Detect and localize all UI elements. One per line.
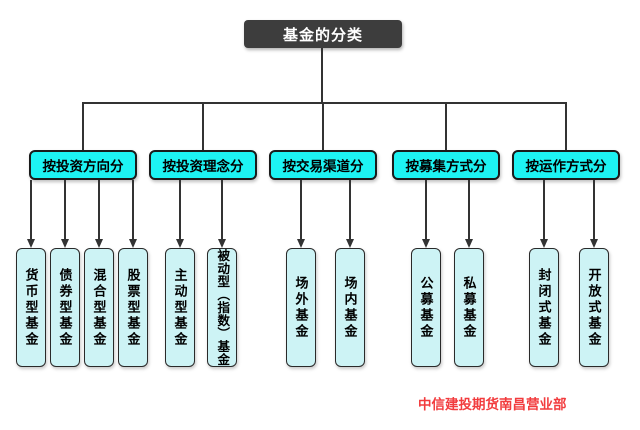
connector-arrow-line [30, 180, 32, 239]
leaf-node-label: 主动型基金 [172, 267, 188, 348]
leaf-node-4-1: 公募基金 [411, 248, 441, 367]
arrowhead-icon [60, 239, 69, 248]
connector-drop [82, 102, 84, 150]
connector-arrow-line [543, 180, 545, 239]
root-node-label: 基金的分类 [282, 26, 363, 44]
connector-arrow-line [132, 180, 134, 239]
connector-bus [82, 102, 567, 104]
category-node-label: 按募集方式分 [405, 159, 487, 174]
leaf-node-2-2: 被动型（指数）基金 [207, 248, 237, 367]
leaf-node-4-2: 私募基金 [454, 248, 484, 367]
arrowhead-icon [175, 239, 184, 248]
leaf-node-label: 混合型基金 [91, 267, 107, 348]
connector-drop [445, 102, 447, 150]
category-node-1: 按投资方向分 [29, 150, 137, 180]
leaf-node-1-1: 货币型基金 [16, 248, 46, 367]
category-node-label: 按运作方式分 [525, 159, 607, 174]
watermark-text: 中信建投期货南昌营业部 [418, 397, 567, 412]
leaf-node-5-2: 开放式基金 [579, 248, 609, 367]
connector-drop [202, 102, 204, 150]
connector-arrow-line [425, 180, 427, 239]
leaf-node-3-2: 场内基金 [335, 248, 365, 367]
arrowhead-icon [26, 239, 35, 248]
leaf-node-label: 场外基金 [293, 275, 309, 340]
root-node: 基金的分类 [244, 20, 402, 48]
leaf-node-3-1: 场外基金 [286, 248, 316, 367]
category-node-3: 按交易渠道分 [269, 150, 377, 180]
leaf-node-label: 股票型基金 [125, 267, 141, 348]
leaf-node-label: 货币型基金 [23, 267, 39, 348]
leaf-node-label: 公募基金 [418, 275, 434, 340]
connector-arrow-line [468, 180, 470, 239]
connector-drop [565, 102, 567, 150]
connector-arrow-line [221, 180, 223, 239]
connector-drop [322, 102, 324, 150]
connector-arrow-line [593, 180, 595, 239]
arrowhead-icon [296, 239, 305, 248]
arrowhead-icon [421, 239, 430, 248]
leaf-node-label: 封闭式基金 [536, 267, 552, 348]
connector-arrow-line [64, 180, 66, 239]
connector-arrow-line [98, 180, 100, 239]
category-node-label: 按交易渠道分 [282, 159, 364, 174]
arrowhead-icon [345, 239, 354, 248]
category-node-2: 按投资理念分 [149, 150, 257, 180]
leaf-node-1-2: 债券型基金 [50, 248, 80, 367]
arrowhead-icon [464, 239, 473, 248]
arrowhead-icon [94, 239, 103, 248]
arrowhead-icon [539, 239, 548, 248]
leaf-node-1-3: 混合型基金 [84, 248, 114, 367]
leaf-node-label: 被动型（指数）基金 [215, 249, 230, 366]
category-node-4: 按募集方式分 [392, 150, 500, 180]
connector-arrow-line [349, 180, 351, 239]
arrowhead-icon [128, 239, 137, 248]
leaf-node-label: 开放式基金 [586, 267, 602, 348]
leaf-node-label: 私募基金 [461, 275, 477, 340]
connector-arrow-line [300, 180, 302, 239]
leaf-node-label: 场内基金 [342, 275, 358, 340]
leaf-node-5-1: 封闭式基金 [529, 248, 559, 367]
leaf-node-2-1: 主动型基金 [165, 248, 195, 367]
category-node-label: 按投资方向分 [42, 159, 124, 174]
category-node-5: 按运作方式分 [512, 150, 620, 180]
connector-arrow-line [179, 180, 181, 239]
leaf-node-1-4: 股票型基金 [118, 248, 148, 367]
category-node-label: 按投资理念分 [162, 159, 244, 174]
connector-trunk [321, 48, 323, 102]
arrowhead-icon [217, 239, 226, 248]
leaf-node-label: 债券型基金 [57, 267, 73, 348]
arrowhead-icon [589, 239, 598, 248]
